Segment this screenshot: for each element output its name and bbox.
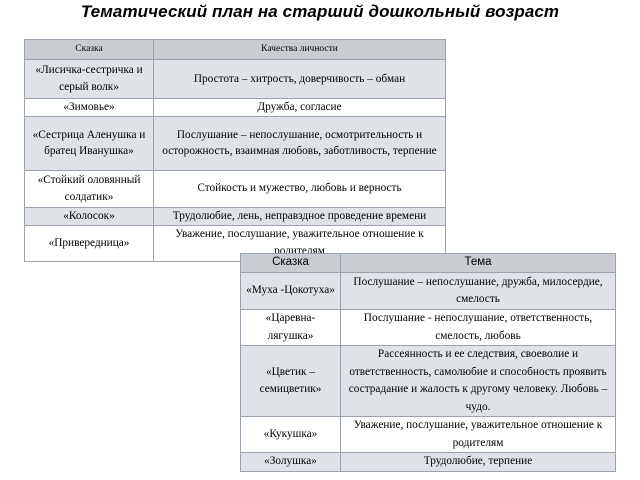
table-row: «Муха -Цокотуха» Послушание – непослушан… [240, 272, 616, 310]
theme-cell: Послушание - непослушание, ответственнос… [340, 309, 616, 346]
qualities-cell: Уважение, послушание, уважительное отнош… [153, 224, 446, 262]
qualities-cell: Простота – хитрость, доверчивость – обма… [153, 59, 446, 99]
table-row: «Кукушка» Уважение, послушание, уважител… [240, 416, 616, 453]
theme-cell: Послушание – непослушание, дружба, милос… [340, 272, 616, 310]
header-theme: Тема [340, 253, 616, 273]
page-title: Тематический план на старший дошкольный … [80, 2, 560, 21]
fairy-tale-cell: «Муха -Цокотуха» [240, 272, 341, 310]
theme-cell: Уважение, послушание, уважительное отнош… [340, 416, 616, 453]
fairy-tale-cell: «Кукушка» [240, 416, 341, 453]
qualities-cell: Стойкость и мужество, любовь и верность [153, 169, 446, 208]
theme-cell: Трудолюбие, терпение [340, 452, 616, 472]
fairy-tale-cell: «Колосок» [24, 206, 154, 226]
table-row: «Сестрица Аленушка и братец Иванушка» По… [24, 115, 446, 171]
qualities-cell: Дружба, согласие [153, 98, 446, 117]
table-header-row: Сказка Качества личности [24, 39, 446, 60]
fairy-tale-cell: «Привередница» [24, 224, 154, 262]
themes-table: Сказка Тема «Муха -Цокотуха» Послушание … [240, 253, 616, 472]
header-fairy-tale: Сказка [240, 253, 341, 273]
fairy-tale-cell: «Золушка» [240, 452, 341, 472]
table-row: «Золушка» Трудолюбие, терпение [240, 452, 616, 472]
header-fairy-tale: Сказка [24, 39, 154, 60]
table-header-row: Сказка Тема [240, 253, 616, 273]
fairy-tale-cell: «Царевна-лягушка» [240, 309, 341, 346]
table-row: «Зимовье» Дружба, согласие [24, 98, 446, 117]
table-row: «Колосок» Трудолюбие, лень, неправздное … [24, 206, 446, 226]
table-row: «Привередница» Уважение, послушание, ува… [24, 224, 446, 262]
fairy-tale-cell: «Стойкий оловянный солдатик» [24, 169, 154, 208]
table-row: «Цветик – семицветик» Рассеянность и ее … [240, 345, 616, 417]
qualities-table: Сказка Качества личности «Лисичка-сестри… [24, 39, 446, 262]
qualities-cell: Послушание – непослушание, осмотрительно… [153, 115, 446, 171]
theme-cell: Рассеянность и ее следствия, своеволие и… [340, 345, 616, 417]
fairy-tale-cell: «Сестрица Аленушка и братец Иванушка» [24, 115, 154, 171]
fairy-tale-cell: «Лисичка-сестричка и серый волк» [24, 59, 154, 99]
table-row: «Лисичка-сестричка и серый волк» Простот… [24, 59, 446, 99]
table-row: «Царевна-лягушка» Послушание - непослуша… [240, 309, 616, 346]
qualities-cell: Трудолюбие, лень, неправздное проведение… [153, 206, 446, 226]
fairy-tale-cell: «Цветик – семицветик» [240, 345, 341, 417]
header-personal-qualities: Качества личности [153, 39, 446, 60]
table-row: «Стойкий оловянный солдатик» Стойкость и… [24, 169, 446, 208]
fairy-tale-cell: «Зимовье» [24, 98, 154, 117]
